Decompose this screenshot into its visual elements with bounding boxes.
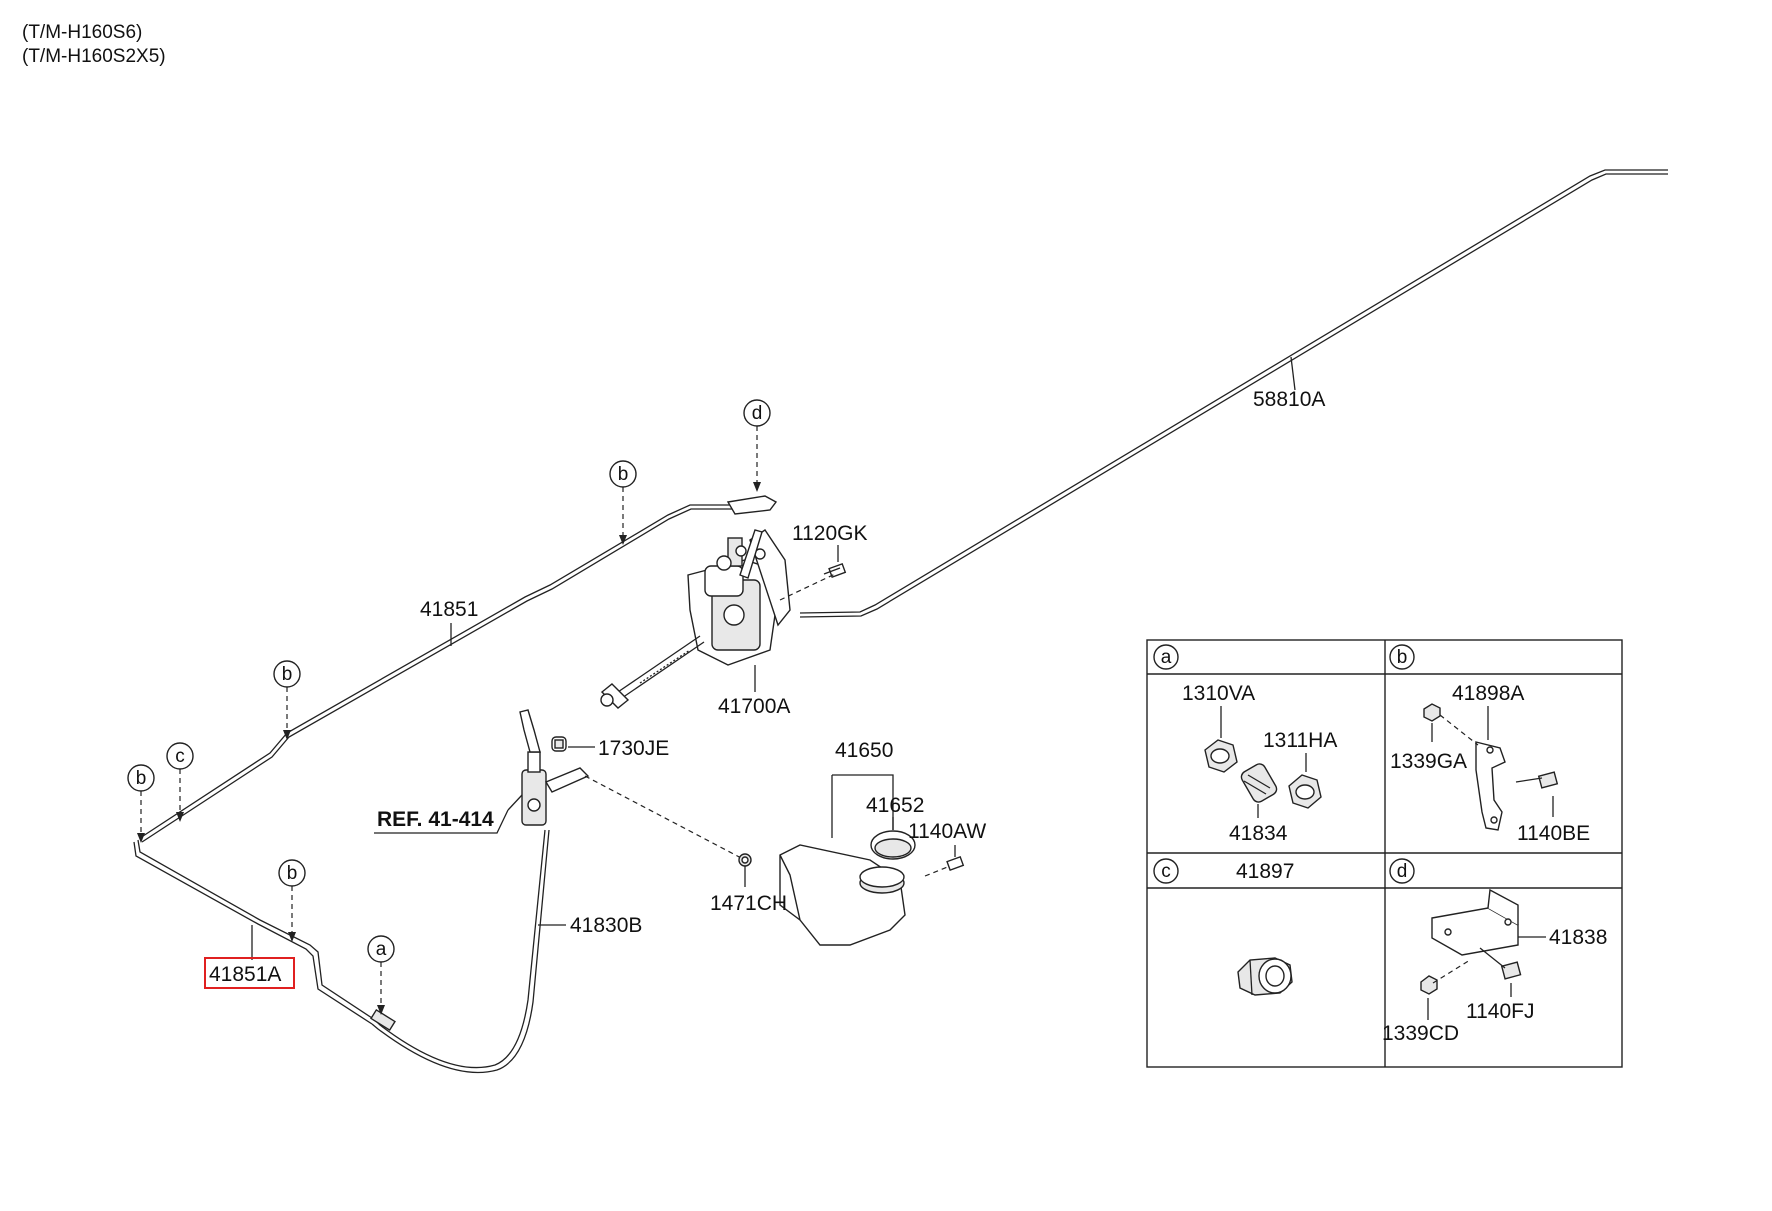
pipe-58810a[interactable] xyxy=(799,169,1668,618)
leader-58810a xyxy=(1290,356,1296,391)
bolt-1120gk[interactable] xyxy=(823,562,847,578)
clutch-slave-fitting[interactable] xyxy=(519,709,590,826)
detail-cell-c: c 41897 xyxy=(1153,858,1294,996)
callout-b-mid[interactable]: b xyxy=(273,660,301,740)
label-1140be[interactable]: 1140BE xyxy=(1517,822,1590,845)
pipe-41851[interactable] xyxy=(139,504,740,843)
clamp-1471ch[interactable] xyxy=(738,853,752,867)
leader-ref xyxy=(507,794,523,811)
label-1310va[interactable]: 1310VA xyxy=(1182,682,1255,705)
callout-b-left[interactable]: b xyxy=(127,764,155,843)
detail-cell-a: a 1310VA 1311HA 41834 xyxy=(1153,644,1337,845)
label-41650[interactable]: 41650 xyxy=(835,739,893,762)
nut-1339ga-icon xyxy=(1423,703,1441,722)
label-1471ch[interactable]: 1471CH xyxy=(710,892,787,915)
svg-text:d: d xyxy=(752,403,763,424)
label-1140aw[interactable]: 1140AW xyxy=(908,820,986,843)
nut-1310va-icon xyxy=(1204,739,1238,773)
fitting-41897-icon xyxy=(1237,957,1293,996)
clutch-master-cylinder[interactable] xyxy=(600,529,791,709)
detail-table xyxy=(1146,639,1623,1068)
label-41898a[interactable]: 41898A xyxy=(1452,682,1524,705)
detail-a-badge xyxy=(1153,644,1179,670)
model-label-1: (T/M-H160S6) xyxy=(22,22,142,43)
callout-a-main[interactable]: a xyxy=(367,935,395,1015)
detail-cell-b: b 41898A 1339GA 1140BE xyxy=(1389,644,1590,845)
leader-41650 xyxy=(831,774,894,838)
detail-b-header: b xyxy=(1397,647,1408,668)
label-41834[interactable]: 41834 xyxy=(1229,822,1288,845)
bolt-1140aw[interactable] xyxy=(924,855,965,877)
reservoir-cap-41652[interactable] xyxy=(870,830,916,860)
bracket-41838-icon xyxy=(1431,888,1519,956)
label-41838[interactable]: 41838 xyxy=(1549,926,1607,949)
nut-1311ha-icon xyxy=(1288,774,1322,809)
label-41830b[interactable]: 41830B xyxy=(570,914,642,937)
svg-text:a: a xyxy=(376,939,387,960)
clip-41898a-icon xyxy=(1475,741,1506,831)
clip-1730je[interactable] xyxy=(551,736,567,752)
label-41700a[interactable]: 41700A xyxy=(718,695,790,718)
bolt-1120gk-path xyxy=(779,573,836,601)
detail-c-header: c xyxy=(1161,861,1171,882)
svg-text:b: b xyxy=(136,768,147,789)
bolt-1140fj-icon xyxy=(1479,947,1522,980)
svg-text:b: b xyxy=(618,464,629,485)
reservoir-hose-path xyxy=(584,775,746,861)
label-ref-41-414[interactable]: REF. 41-414 xyxy=(377,808,494,831)
detail-cell-d: d 41838 1339CD 1140FJ xyxy=(1382,858,1607,1045)
label-41851a[interactable]: 41851A xyxy=(209,963,281,986)
label-1339cd[interactable]: 1339CD xyxy=(1382,1022,1459,1045)
label-41897[interactable]: 41897 xyxy=(1236,860,1294,883)
bolt-1140be-icon xyxy=(1515,771,1559,789)
svg-text:b: b xyxy=(287,863,298,884)
fitting-41834-icon xyxy=(1240,763,1278,803)
reservoir-41650[interactable] xyxy=(779,844,906,946)
callout-b-upper[interactable]: b xyxy=(609,460,637,545)
label-1140fj[interactable]: 1140FJ xyxy=(1466,1000,1535,1023)
svg-text:b: b xyxy=(282,664,293,685)
label-1339ga[interactable]: 1339GA xyxy=(1390,750,1467,773)
hose-41830b[interactable] xyxy=(370,829,550,1074)
label-41851[interactable]: 41851 xyxy=(420,598,478,621)
detail-d-header: d xyxy=(1397,861,1408,882)
callout-b-lower[interactable]: b xyxy=(278,859,306,942)
label-1730je[interactable]: 1730JE xyxy=(598,737,669,760)
label-1120gk[interactable]: 1120GK xyxy=(792,522,868,545)
pipe-41851a[interactable] xyxy=(133,839,376,1025)
label-41652[interactable]: 41652 xyxy=(866,794,924,817)
model-label-2: (T/M-H160S2X5) xyxy=(22,46,166,67)
svg-text:c: c xyxy=(175,746,185,767)
label-58810a[interactable]: 58810A xyxy=(1253,388,1325,411)
detail-c-badge xyxy=(1153,858,1179,884)
detail-b-badge xyxy=(1389,644,1415,670)
callout-d-main[interactable]: d xyxy=(743,399,771,492)
bracket-d-part[interactable] xyxy=(726,495,778,515)
label-1311ha[interactable]: 1311HA xyxy=(1263,729,1337,752)
callout-c-main[interactable]: c xyxy=(166,742,194,822)
detail-a-header: a xyxy=(1161,647,1172,668)
detail-d-badge xyxy=(1389,858,1415,884)
nut-1339cd-icon xyxy=(1420,975,1438,995)
label-41851a-highlight xyxy=(204,957,295,989)
